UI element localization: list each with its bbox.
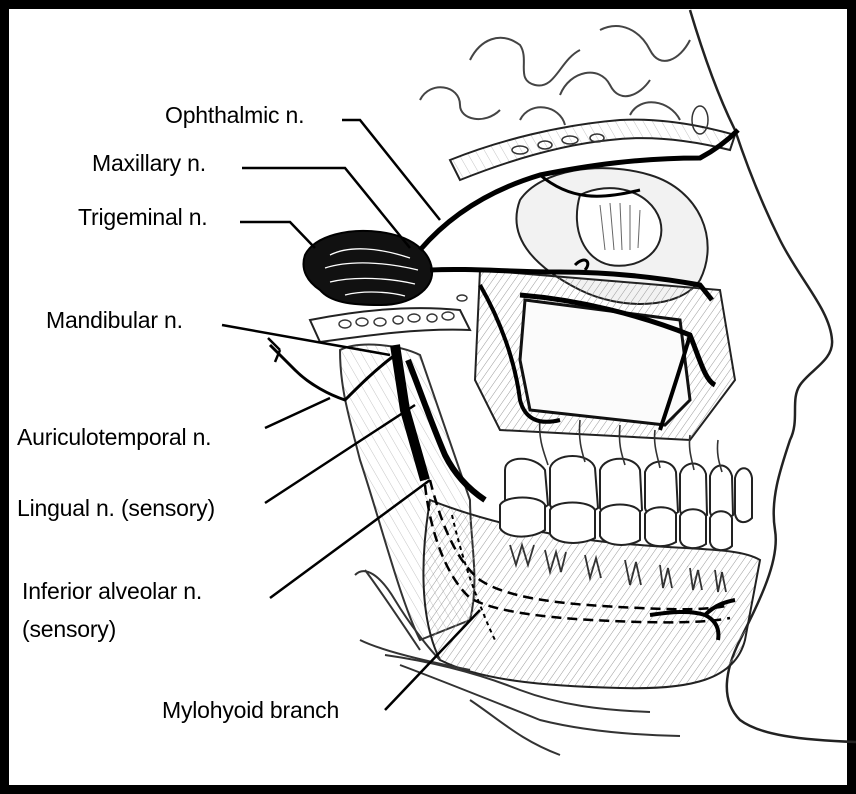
label-auriculotemporal: Auriculotemporal n. xyxy=(17,424,211,450)
label-inferior-alveolar-sub: (sensory) xyxy=(22,616,116,642)
label-inferior-alveolar: Inferior alveolar n. xyxy=(22,578,202,604)
leader-ophthalmic xyxy=(342,120,440,220)
zygomatic-arch xyxy=(310,308,470,342)
label-mylohyoid: Mylohyoid branch xyxy=(162,697,339,723)
label-mandibular: Mandibular n. xyxy=(46,307,183,333)
label-ophthalmic: Ophthalmic n. xyxy=(165,102,304,128)
brain-gyri xyxy=(420,26,690,125)
trigeminal-ganglion xyxy=(303,231,432,305)
leader-auriculotemporal xyxy=(265,398,330,428)
label-maxillary: Maxillary n. xyxy=(92,150,206,176)
maxillary-sinus-window xyxy=(520,300,690,425)
label-lingual: Lingual n. (sensory) xyxy=(17,495,215,521)
label-trigeminal: Trigeminal n. xyxy=(78,204,207,230)
leader-trigeminal xyxy=(240,222,315,248)
